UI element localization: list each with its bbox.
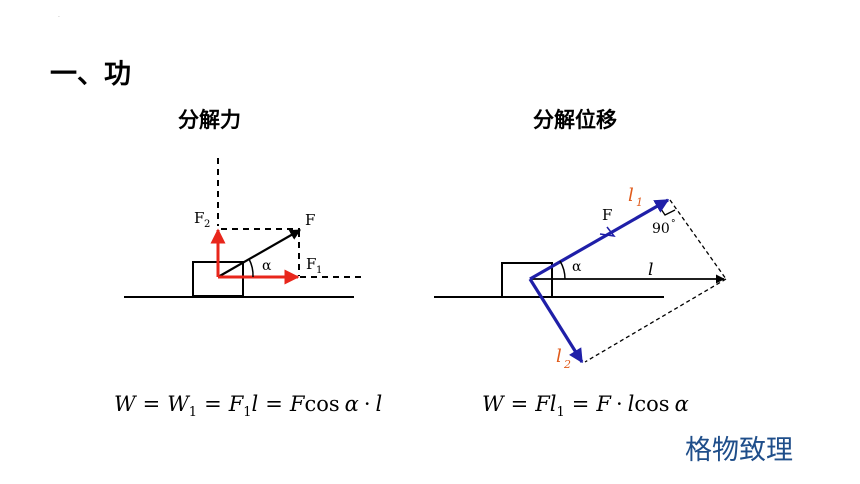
- label-l2: l: [556, 346, 562, 367]
- label-F1: F: [306, 255, 316, 273]
- block: [501, 262, 553, 298]
- displacement-decomposition-diagram: α F l l 1 l 2 90 °: [434, 185, 727, 371]
- right-angle-marker: [658, 205, 676, 216]
- right-panel-title: 分解位移: [533, 108, 617, 132]
- label-l1: l: [628, 185, 634, 206]
- label-F2-subscript: 2: [204, 219, 210, 230]
- section-heading: 一、功: [50, 59, 131, 90]
- component-l1-arrow: [529, 198, 670, 281]
- component-l2-arrow: [528, 278, 584, 364]
- angle-arc: [248, 258, 254, 278]
- dashed-projection-2: [584, 278, 727, 363]
- label-degree: °: [671, 219, 676, 229]
- label-90: 90: [652, 221, 670, 237]
- label-l2-subscript: 2: [563, 358, 571, 371]
- label-l: l: [648, 260, 653, 280]
- label-alpha: α: [262, 258, 272, 274]
- brand-logo-text: 格物致理: [685, 435, 793, 466]
- force-F-arrow: [217, 229, 301, 278]
- corner-mark: ·: [58, 14, 60, 21]
- force-decomposition-diagram: α F F 1 F 2: [124, 158, 362, 298]
- label-l1-subscript: 1: [636, 196, 643, 209]
- left-panel-title: 分解力: [178, 108, 241, 132]
- dashed-projection-1: [669, 199, 727, 280]
- F-direction-mark: [599, 226, 616, 238]
- label-F2: F: [194, 209, 204, 227]
- label-F1-subscript: 1: [316, 265, 322, 276]
- angle-arc: [559, 260, 566, 280]
- label-alpha: α: [572, 259, 582, 275]
- label-F: F: [602, 206, 612, 224]
- label-F: F: [305, 211, 315, 229]
